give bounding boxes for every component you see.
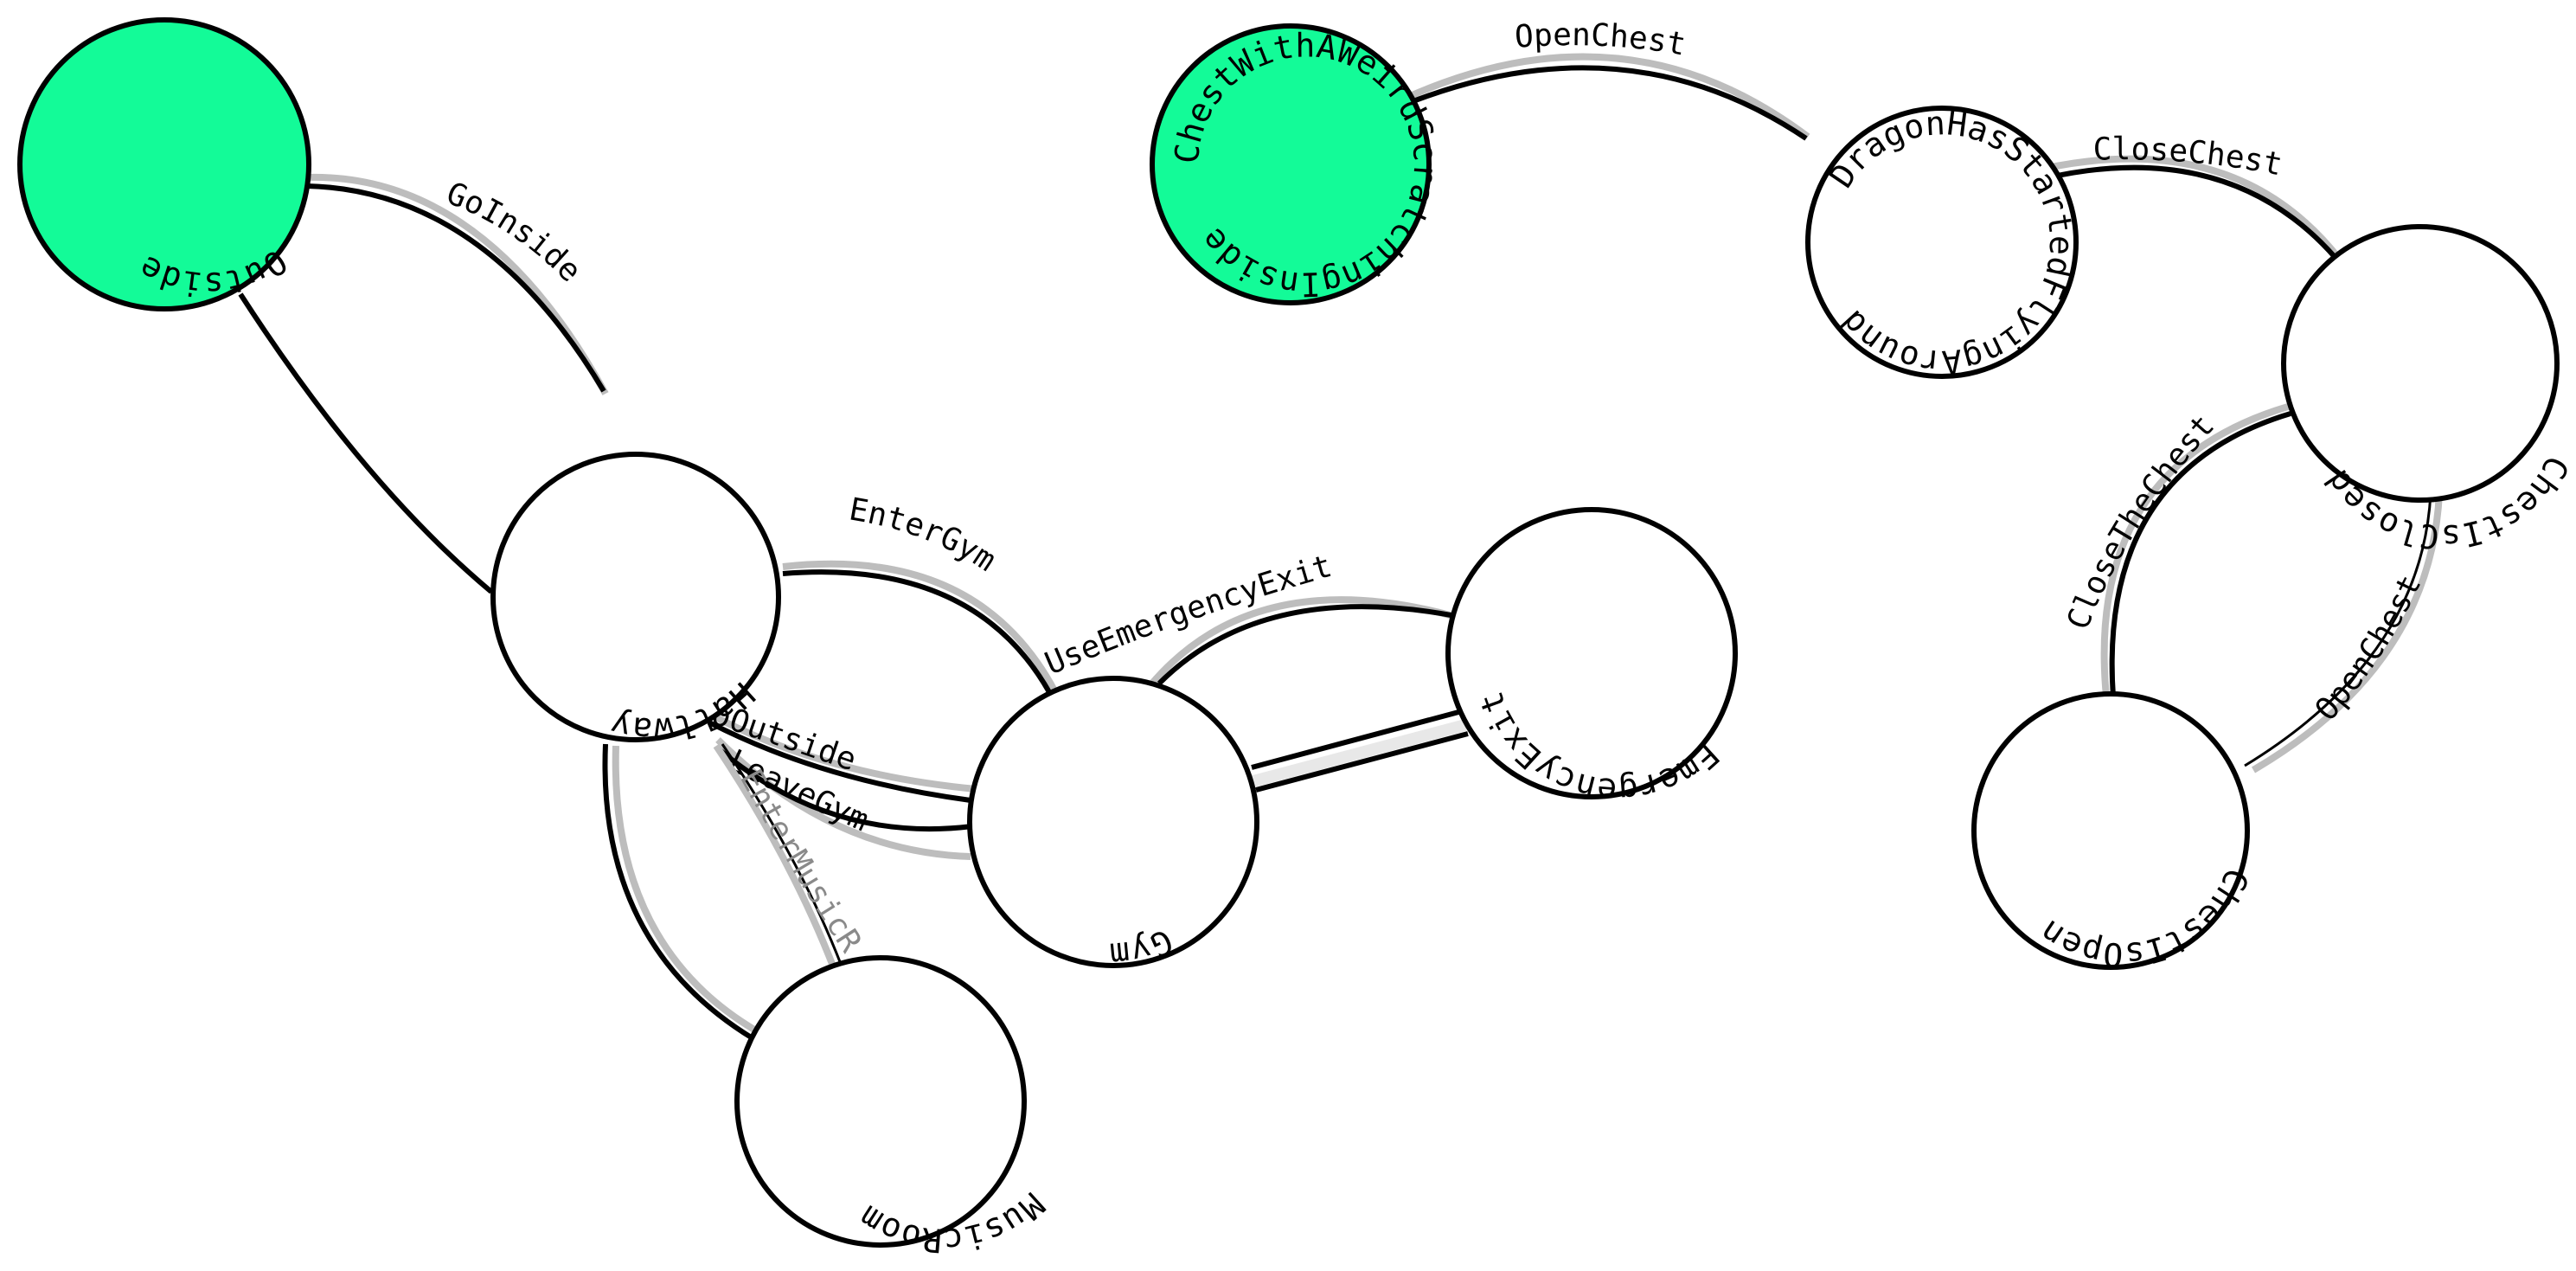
node-gym[interactable]: Gym: [967, 676, 1259, 974]
edge-label-closethechest: CloseTheChest: [2060, 408, 2221, 635]
edge-label-leavemusicroom: LeaveMusicRoom: [0, 0, 263, 8]
node-dragonhasstartedflyingaround[interactable]: DragonHasStartedFlyingAround: [1805, 104, 2080, 382]
edge-closethechest[interactable]: CloseTheChest: [2060, 403, 2291, 697]
edge-label-closethechest-text: CloseTheChest: [2060, 408, 2221, 635]
nodes-layer: Outside Hallway Gym EmergencyExit MusicR: [17, 17, 2576, 1260]
edge-label-closechest-text: CloseChest: [2092, 132, 2285, 183]
node-outside[interactable]: Outside: [17, 17, 311, 311]
node-chestwithaweirdscratchinginside[interactable]: ChestWithAWeirdScratchingInside: [1150, 23, 1445, 305]
edge-label-openchest2-text: OpenChest: [2309, 569, 2429, 728]
node-musicroom[interactable]: MusicRoom: [734, 955, 1052, 1260]
edge-goinside[interactable]: GoInside: [306, 173, 609, 395]
edge-hallway-outside[interactable]: [238, 292, 493, 594]
edge-label-leavemusicroom-text: LeaveMusicRoom: [0, 0, 263, 8]
edge-label-closechest: CloseChest: [2092, 132, 2285, 183]
edge-emergencyexit-gym[interactable]: [1251, 709, 1469, 793]
node-emergencyexit[interactable]: EmergencyExit: [1445, 507, 1738, 810]
edge-label-openchest2: OpenChest: [2309, 569, 2429, 728]
edge-openchest1[interactable]: OpenChest: [1405, 17, 1810, 141]
edge-useemergencyexit[interactable]: UseEmergencyExit: [1040, 549, 1457, 688]
node-chestisopen[interactable]: ChestIsOpen: [1971, 691, 2256, 974]
edge-entergym[interactable]: EnterGym: [782, 491, 1059, 694]
